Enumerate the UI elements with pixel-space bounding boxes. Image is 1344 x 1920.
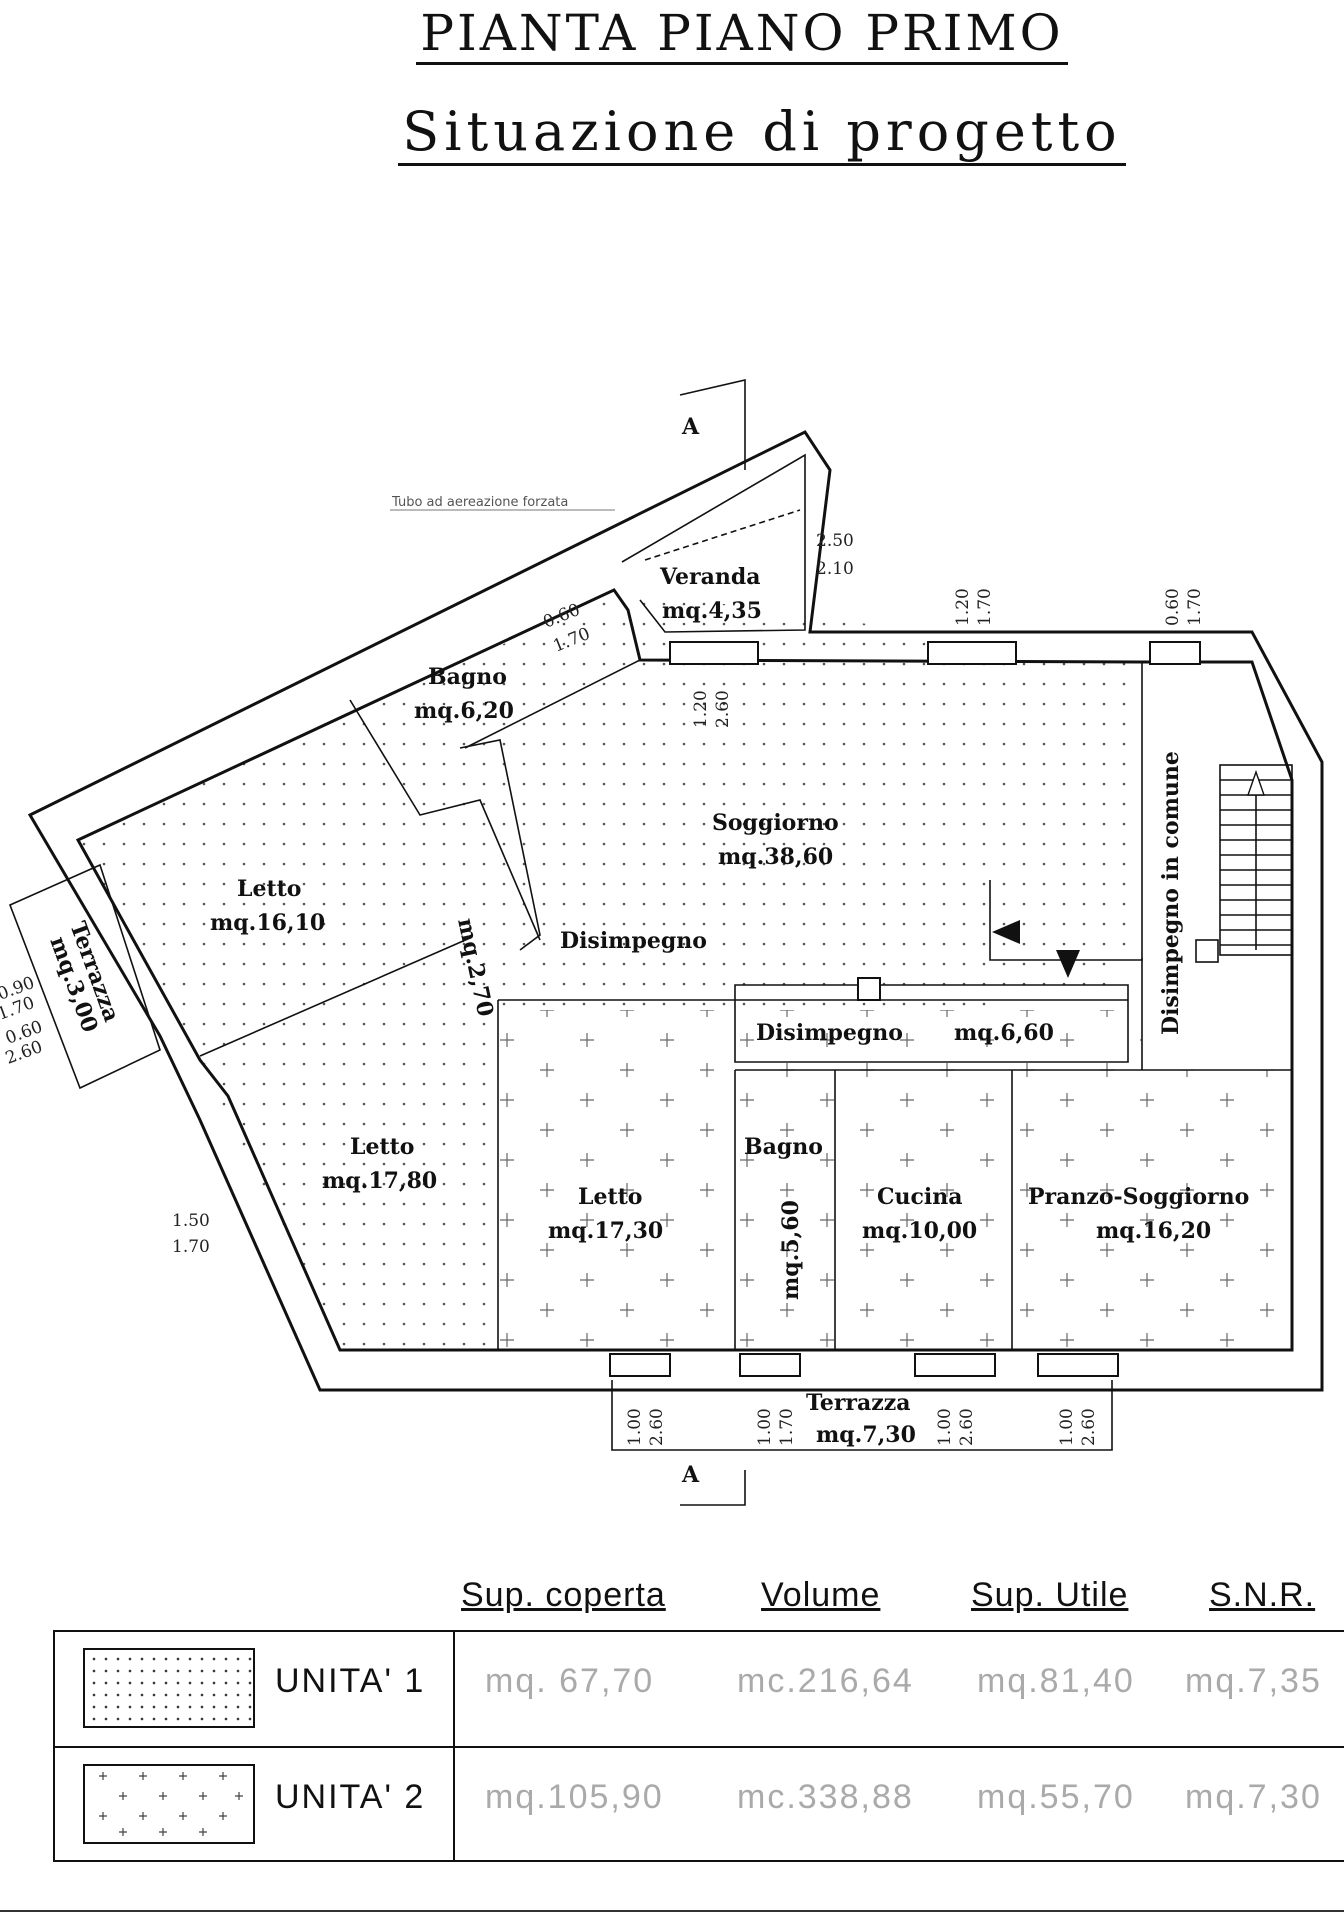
room-letto-3-area: mq.17,30 [548,1218,663,1244]
unit-1-sup-coperta: mq. 67,70 [485,1662,655,1700]
svg-text:1.20: 1.20 [691,690,711,728]
svg-text:2.60: 2.60 [713,690,733,728]
legend-table: Sup. coperta Volume Sup. Utile S.N.R. UN… [53,1574,1344,1864]
legend-header-volume: Volume [761,1576,881,1614]
unit-1-area [78,590,1142,1350]
floor-plan: A A Tubo ad aereazione forzata Veranda m… [0,378,1324,1506]
svg-text:2.60: 2.60 [1079,1408,1099,1446]
legend-header-snr: S.N.R. [1209,1576,1316,1614]
partition-disimpegno-mid [498,984,1129,1063]
svg-text:1.20: 1.20 [953,588,973,626]
svg-text:1.00: 1.00 [935,1408,955,1446]
svg-text:1.50: 1.50 [172,1211,210,1231]
partition-bagno-soggiorno [464,659,641,749]
room-terrazza-bottom-area: mq.7,30 [816,1422,916,1448]
room-bagno-top-area: mq.6,20 [414,698,514,724]
inner-wall [75,588,1294,1352]
room-disimpegno-mid-area: mq.6,60 [954,1020,1054,1046]
stairs [1195,764,1293,963]
unit-2-volume: mc.338,88 [737,1778,914,1816]
drawing-header: PIANTA PIANO PRIMO Situazione di progett… [0,0,1344,200]
room-soggiorno-area: mq.38,60 [718,844,833,870]
dimension-labels: 2.50 2.10 1.20 1.70 0.60 1.70 0.60 1.70 … [0,531,1205,1446]
room-cucina-name: Cucina [877,1184,963,1210]
room-disimpegno-mid-name: Disimpegno [756,1020,903,1046]
room-pranzo-area: mq.16,20 [1096,1218,1211,1244]
svg-text:1.70: 1.70 [1185,588,1205,626]
unit-2-label: UNITA' 2 [275,1778,426,1816]
room-pranzo-name: Pranzo-Soggiorno [1028,1184,1249,1210]
unit-2-sup-coperta: mq.105,90 [485,1778,664,1816]
window-markers [609,641,1201,1377]
legend-header-sup-coperta: Sup. coperta [461,1576,666,1614]
pattern-swatch-dots [83,1648,255,1728]
section-marker-bottom: A [681,1462,700,1488]
unit-2-sup-utile: mq.55,70 [977,1778,1135,1816]
room-cucina-area: mq.10,00 [862,1218,977,1244]
partition-letti [199,937,471,1057]
veranda-dashed [644,509,801,561]
room-veranda-area: mq.4,35 [662,598,762,624]
page-subtitle: Situazione di progetto [0,100,1344,166]
room-letto-1-area: mq.16,10 [210,910,325,936]
svg-text:1.00: 1.00 [755,1408,775,1446]
svg-text:1.70: 1.70 [172,1237,210,1257]
room-bagno-bottom-name: Bagno [744,1134,823,1160]
vent-note: Tubo ad aereazione forzata [391,495,568,510]
legend-row-unit-1: UNITA' 1 mq. 67,70 mc.216,64 mq.81,40 mq… [53,1630,1344,1746]
svg-text:2.60: 2.60 [647,1408,667,1446]
unit-1-snr: mq.7,35 [1185,1662,1322,1700]
pattern-swatch-crosses [83,1764,255,1844]
room-soggiorno-name: Soggiorno [712,810,839,836]
svg-text:1.70: 1.70 [777,1408,797,1446]
room-terrazza-bottom-name: Terrazza [806,1390,911,1416]
entrance-arrow-left [992,920,1020,944]
legend-row-unit-2: UNITA' 2 mq.105,90 mc.338,88 mq.55,70 mq… [53,1746,1344,1862]
unit-1-volume: mc.216,64 [737,1662,914,1700]
room-letto-1-name: Letto [237,876,301,902]
unit-1-label: UNITA' 1 [275,1662,426,1700]
legend-header-sup-utile: Sup. Utile [971,1576,1129,1614]
room-bagno-bottom-area: mq.5,60 [778,1200,804,1300]
svg-text:1.00: 1.00 [625,1408,645,1446]
veranda-outline [621,453,806,633]
room-veranda-name: Veranda [659,564,761,590]
bottom-terrace [611,1380,1113,1451]
side-terrace [8,863,161,1090]
page-title: PIANTA PIANO PRIMO [0,4,1344,65]
room-bagno-top-name: Bagno [428,664,507,690]
svg-text:2.50: 2.50 [816,531,854,551]
legend-row-divider [53,1746,1344,1748]
room-letto-2-area: mq.17,80 [322,1168,437,1194]
svg-text:1.70: 1.70 [975,588,995,626]
bottom-rule [0,1910,1344,1912]
room-letto-2-name: Letto [350,1134,414,1160]
unit-1-sup-utile: mq.81,40 [977,1662,1135,1700]
svg-text:2.60: 2.60 [957,1408,977,1446]
room-disimpegno-small-name: Disimpegno [560,928,707,954]
partition-bagno-letto [349,699,541,941]
svg-text:1.00: 1.00 [1057,1408,1077,1446]
outer-wall [27,430,1324,1392]
partition-bottom-rooms [497,1000,1292,1350]
partition-disimpegno [459,739,541,951]
unit-2-area [498,1010,1292,1350]
svg-text:2.10: 2.10 [816,559,854,579]
room-letto-3-name: Letto [578,1184,642,1210]
section-marker-top: A [681,414,700,440]
unit-2-snr: mq.7,30 [1185,1778,1322,1816]
common-area [1142,662,1292,1070]
section-line-bottom [680,1470,746,1506]
section-line-top [679,378,746,470]
svg-text:0.60: 0.60 [1163,588,1183,626]
entrance-arrow-down [1056,950,1080,978]
room-disimpegno-comune-name: Disimpegno in comune [1158,751,1184,1035]
